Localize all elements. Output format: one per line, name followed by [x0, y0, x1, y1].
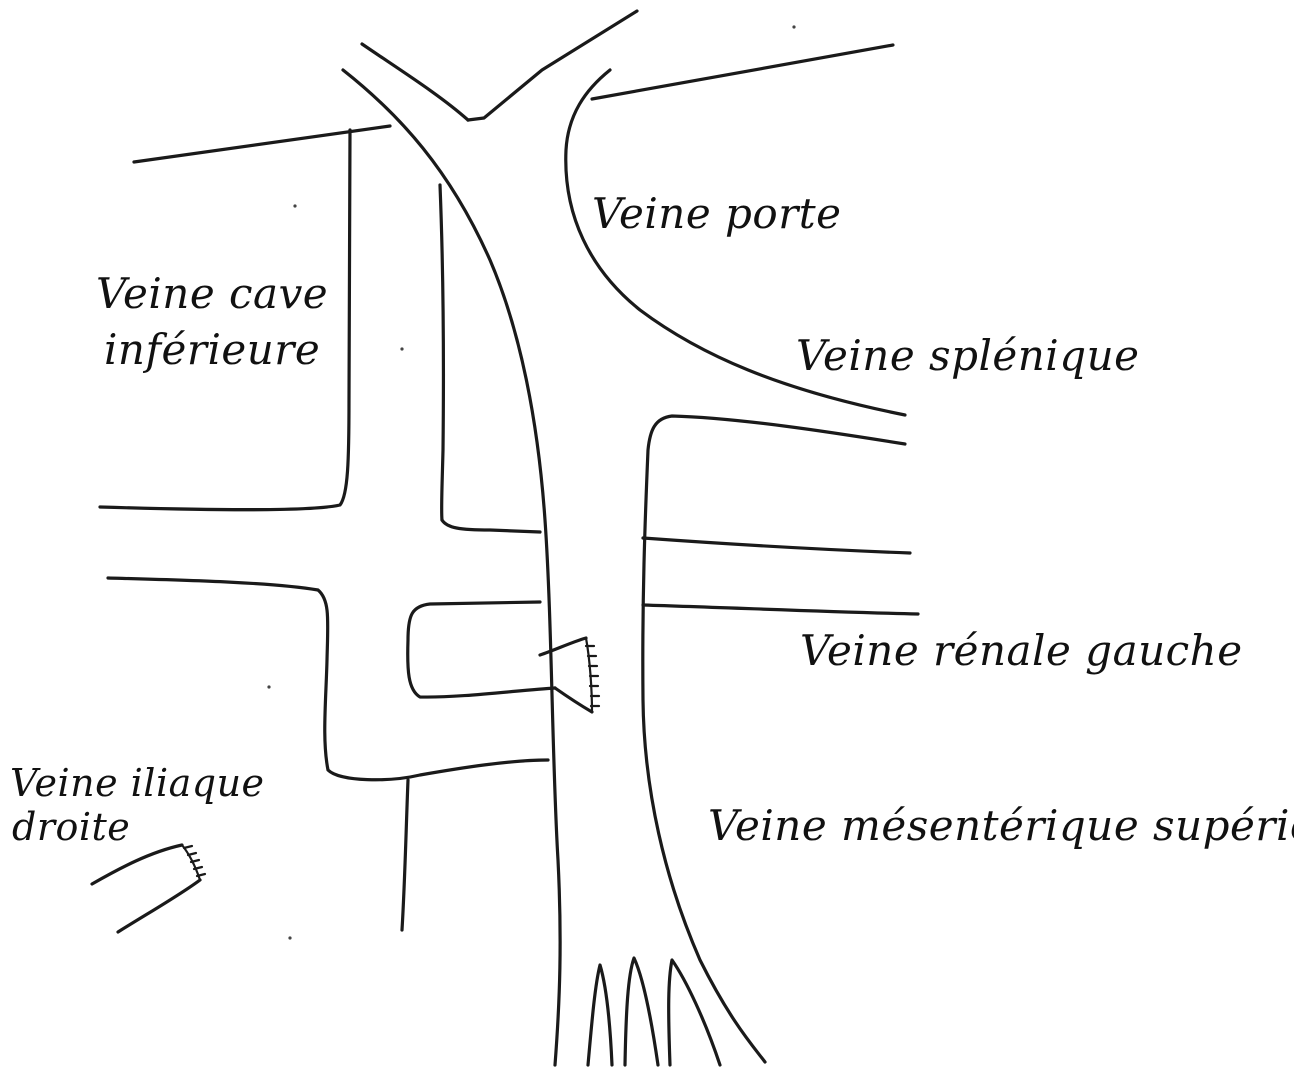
- ivc-lower-wall: [402, 780, 408, 930]
- right-renal-lower-wall: [108, 578, 548, 780]
- renal-portal-suture-ticks: [586, 646, 599, 706]
- smv-root-branch-2: [625, 958, 658, 1065]
- stray-dot: [400, 347, 403, 350]
- label-veine-renale-gauche: Veine rénale gauche: [800, 626, 1243, 675]
- stray-dot: [792, 25, 795, 28]
- ivc-left-wall-upper: [100, 130, 350, 510]
- label-veine-iliaque-line1: Veine iliaque: [10, 761, 265, 805]
- upper-horizontal-line-left: [134, 126, 390, 162]
- stray-dot: [267, 685, 270, 688]
- label-veine-mesenterique: Veine mésentérique supérieure: [708, 801, 1294, 850]
- portal-vein-left-branch: [362, 44, 468, 120]
- smv-root-branch-1: [588, 965, 612, 1065]
- label-veine-cave-line1: Veine cave: [96, 269, 328, 318]
- left-renal-vein-lower-wall: [643, 605, 918, 614]
- portal-vein-left-wall: [343, 70, 560, 1065]
- renal-portal-stump: [540, 638, 592, 712]
- label-veine-splenique: Veine splénique: [796, 331, 1140, 380]
- label-veine-iliaque-line2: droite: [12, 805, 130, 849]
- smv-root-branch-3: [669, 960, 720, 1065]
- label-veine-porte: Veine porte: [592, 189, 842, 238]
- stray-dot: [293, 204, 296, 207]
- left-renal-to-ivc-upper: [442, 520, 540, 532]
- ivc-inner-wall-upper: [440, 185, 443, 520]
- left-renal-vein-upper-wall: [643, 538, 910, 553]
- portal-vein-fork-notch: [468, 11, 637, 120]
- label-veine-cave-line2: inférieure: [104, 325, 320, 374]
- splenic-vein-lower-wall: [643, 416, 905, 1062]
- right-iliac-stump-lower: [118, 880, 200, 932]
- left-renal-to-ivc-lower: [408, 602, 555, 697]
- stray-dot: [288, 936, 291, 939]
- upper-horizontal-line-right: [592, 45, 893, 99]
- right-iliac-stump-upper: [92, 845, 182, 884]
